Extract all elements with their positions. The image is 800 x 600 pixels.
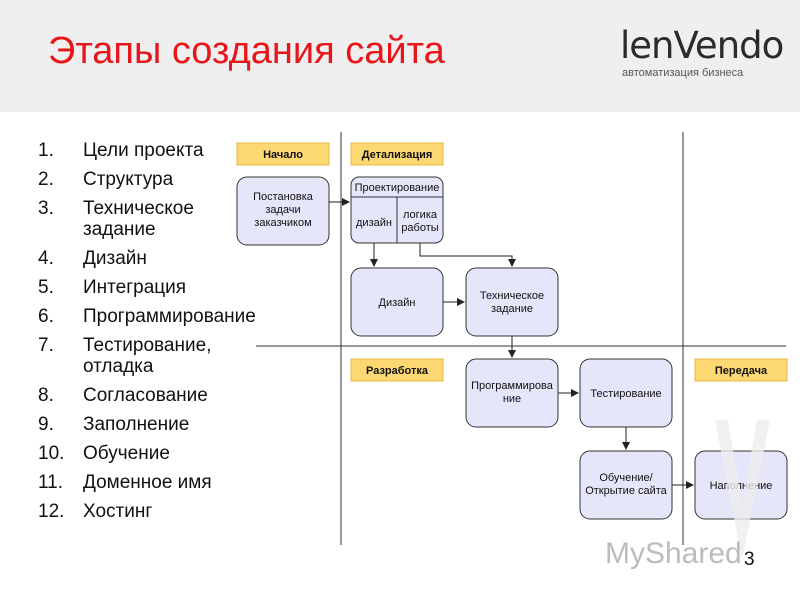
node-training-line1: Обучение/ xyxy=(599,472,653,484)
node-tech-spec-line1: Техническое xyxy=(480,290,544,302)
list-item: 10.Обучение xyxy=(38,443,170,464)
lane-label-start xyxy=(236,142,330,166)
node-tech-spec xyxy=(465,267,559,337)
list-item: 2.Структура xyxy=(38,169,174,190)
list-item: 11.Доменное имя xyxy=(38,472,212,493)
lane-label-dev-text: Разработка xyxy=(366,365,429,377)
node-testing-text: Тестирование xyxy=(590,388,661,400)
list-item: 8.Согласование xyxy=(38,385,208,406)
lane-label-detail xyxy=(350,142,444,166)
node-planning-header: Проектирование xyxy=(355,182,440,194)
list-item: 1.Цели проекта xyxy=(38,140,204,161)
node-task-setting-line2: задачи xyxy=(265,204,300,216)
list-item: 6.Программирование xyxy=(38,306,256,327)
node-task-setting-line3: заказчиком xyxy=(254,217,311,229)
node-planning-design: дизайн xyxy=(356,217,392,229)
page-number: 3 xyxy=(744,549,755,570)
node-task-setting xyxy=(236,176,330,246)
lane-label-dev xyxy=(350,358,444,382)
node-task-setting-line1: Постановка xyxy=(253,191,314,203)
list-item: 9.Заполнение xyxy=(38,414,190,435)
lane-label-handoff-text: Передача xyxy=(715,365,768,377)
slide-title: Этапы создания сайта xyxy=(48,30,445,72)
list-item: 3.Техническое задание xyxy=(38,198,194,240)
logo-tagline: автоматизация бизнеса xyxy=(622,67,744,79)
lane-label-handoff xyxy=(694,358,788,382)
arrow-logic-to-spec xyxy=(419,243,516,267)
node-planning-logic-line2: работы xyxy=(401,222,438,234)
list-item: 7.Тестирование, отладка xyxy=(38,335,212,377)
node-programming-line1: Программирова xyxy=(471,380,554,392)
watermark-myshared: MyShared xyxy=(605,537,742,570)
node-design-text: Дизайн xyxy=(379,297,416,309)
lenvendo-logo: lenVendo автоматизация бизнеса xyxy=(620,24,784,84)
list-item: 12.Хостинг xyxy=(38,501,153,522)
watermark-v-shape xyxy=(715,420,770,560)
node-programming-line2: ние xyxy=(503,393,521,405)
lane-label-start-text: Начало xyxy=(263,149,303,161)
node-training-line2: Открытие сайта xyxy=(585,485,667,497)
header-band xyxy=(0,0,800,112)
list-item: 4.Дизайн xyxy=(38,248,147,269)
lane-label-detail-text: Детализация xyxy=(362,149,433,161)
list-item: 5.Интеграция xyxy=(38,277,187,298)
logo-wordmark: lenVendo xyxy=(620,24,784,67)
node-tech-spec-line2: задание xyxy=(491,303,533,315)
node-filling-text: Наполнение xyxy=(710,480,773,492)
steps-list: 1.Цели проекта 2.Структура 3.Техническое… xyxy=(38,140,256,530)
node-planning-logic-line1: логика xyxy=(403,209,438,221)
